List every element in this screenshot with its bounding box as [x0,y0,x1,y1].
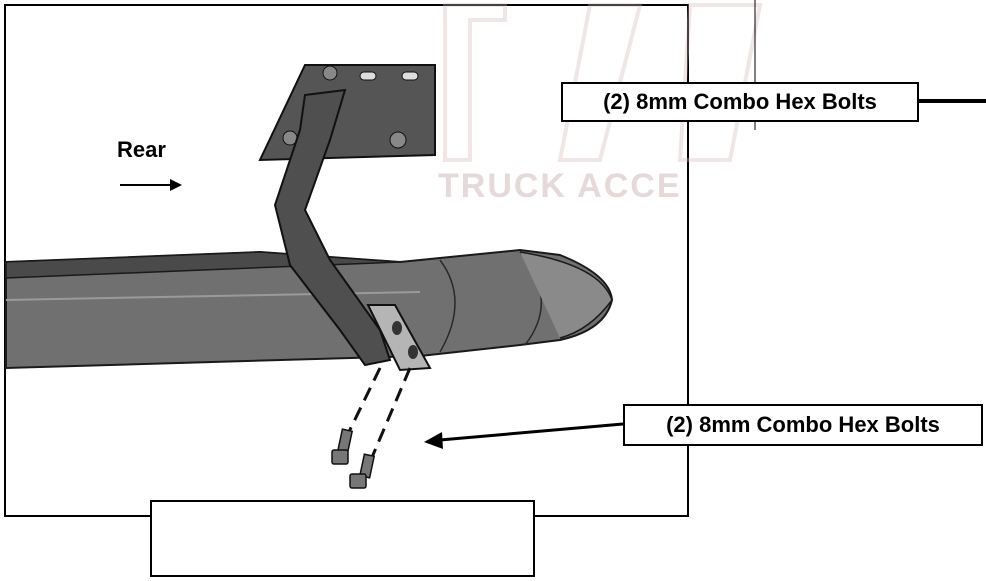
bottom-callout-arrow [424,422,624,449]
mounting-bracket [258,64,436,372]
running-board-tube [5,248,614,370]
bolt-paths [343,367,412,463]
callout-bottom-bolts: (2) 8mm Combo Hex Bolts [623,404,983,446]
caption-box [150,500,535,577]
rear-arrow [120,179,182,191]
hex-bolts [331,428,376,489]
watermark-text: TRUCK ACCE [438,167,682,205]
callout-top-bolts: (2) 8mm Combo Hex Bolts [561,82,919,122]
rear-direction-label: Rear [117,137,166,162]
